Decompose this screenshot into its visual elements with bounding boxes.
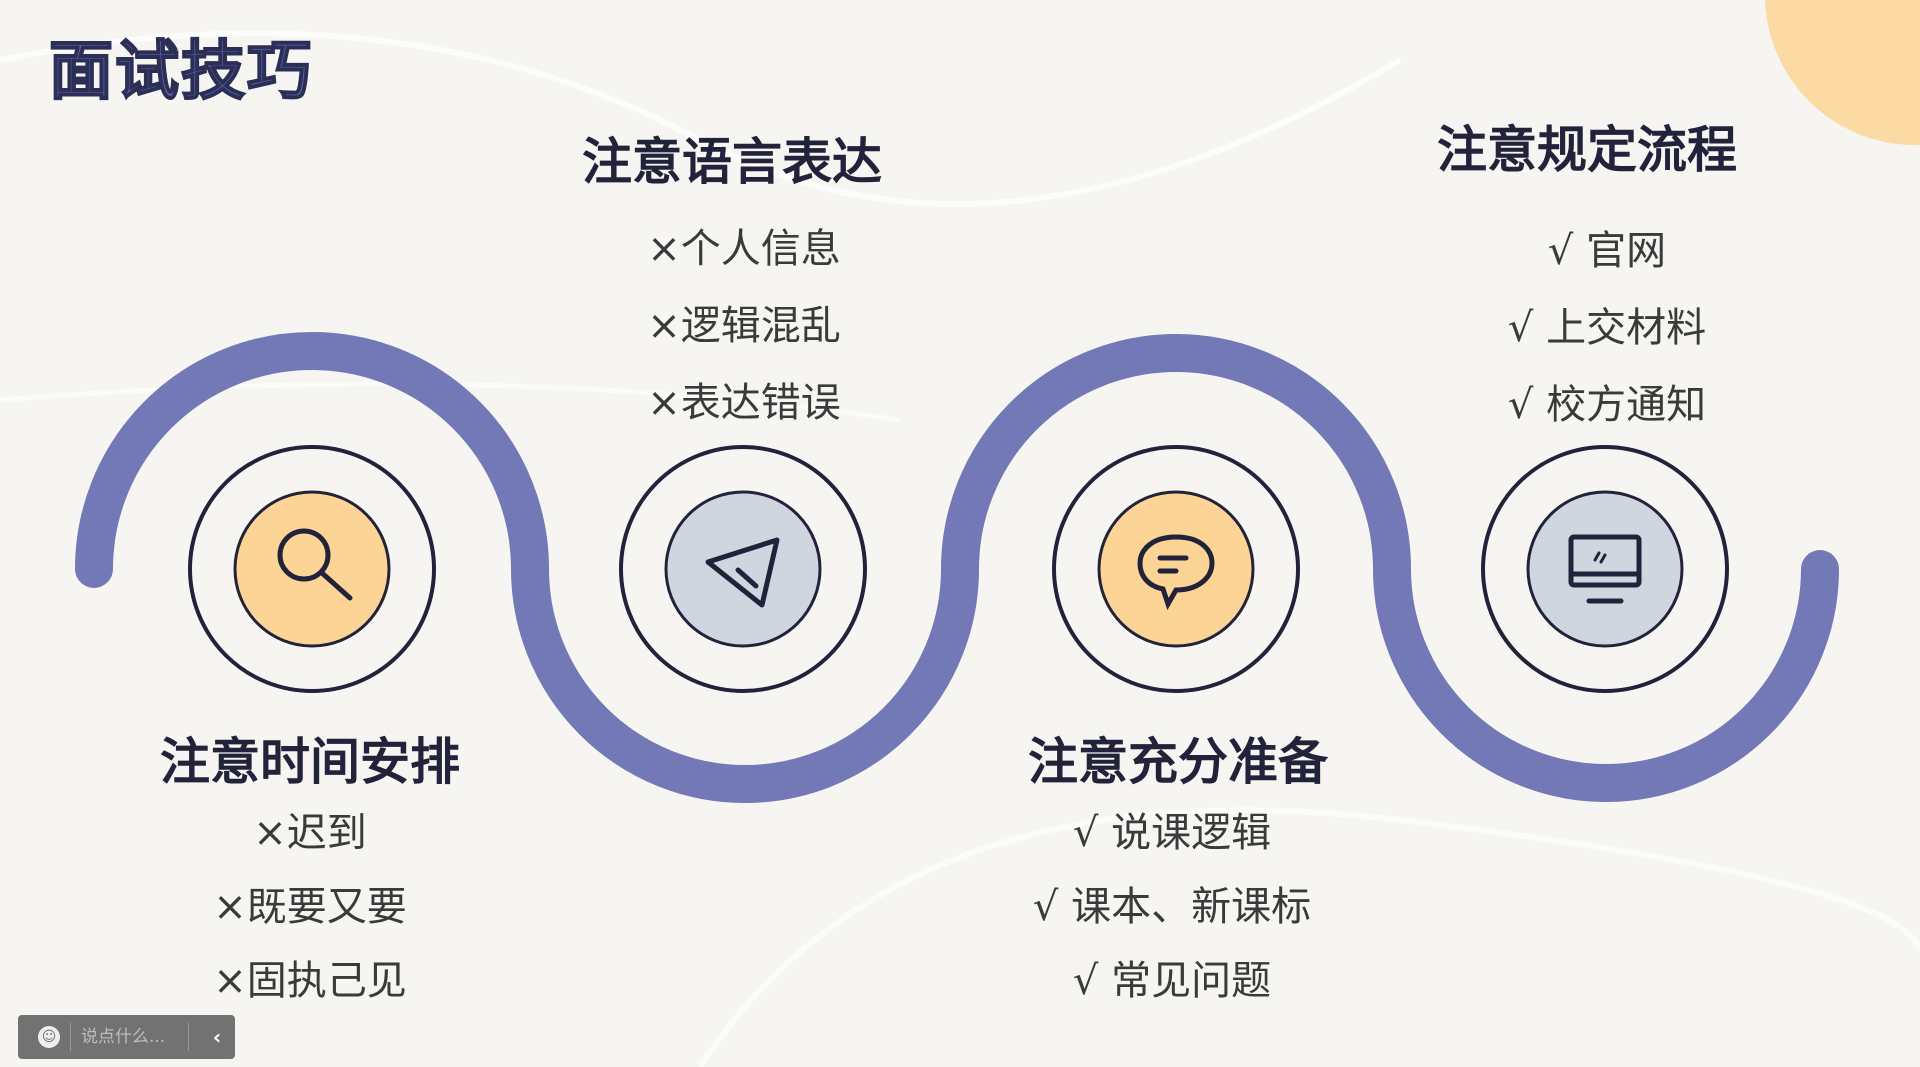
- page-title: 面试技巧: [48, 34, 313, 110]
- wave-line: [75, 332, 1839, 803]
- chat-input[interactable]: 说点什么...: [81, 1027, 166, 1047]
- step-heading-process: 注意规定流程: [1437, 121, 1737, 179]
- collapse-chevron-icon[interactable]: ‹: [212, 1025, 222, 1049]
- step-circle-1: [188, 445, 436, 693]
- list-item: ×表达错误: [647, 380, 841, 426]
- step-circle-4: [1481, 445, 1729, 693]
- decorative-circle: [1765, 0, 1920, 145]
- list-item: √ 常见问题: [1072, 958, 1272, 1004]
- step-circle-2: [619, 445, 867, 693]
- chat-bar: ☺ 说点什么... ‹: [18, 1015, 235, 1059]
- step-circle-3: [1052, 445, 1300, 693]
- search-icon: [277, 528, 353, 601]
- list-item: √ 校方通知: [1507, 382, 1707, 428]
- list-item: ×固执己见: [213, 958, 407, 1004]
- step-heading-preparation: 注意充分准备: [1028, 733, 1328, 791]
- list-item: √ 说课逻辑: [1072, 810, 1272, 856]
- divider: [70, 1023, 71, 1051]
- list-item: √ 官网: [1547, 228, 1667, 274]
- chat-bubble-icon: [1137, 534, 1215, 611]
- paper-plane-icon: [705, 537, 780, 608]
- list-item: ×个人信息: [647, 226, 841, 272]
- divider: [188, 1023, 189, 1051]
- list-item: ×逻辑混乱: [647, 303, 841, 349]
- step-heading-language: 注意语言表达: [582, 133, 882, 191]
- list-item: ×既要又要: [213, 884, 407, 930]
- list-item: ×迟到: [253, 810, 367, 856]
- emoji-icon[interactable]: ☺: [38, 1026, 60, 1048]
- step-heading-time: 注意时间安排: [160, 733, 460, 791]
- list-item: √ 上交材料: [1507, 305, 1707, 351]
- monitor-icon: [1568, 534, 1642, 604]
- list-item: √ 课本、新课标: [1032, 884, 1312, 930]
